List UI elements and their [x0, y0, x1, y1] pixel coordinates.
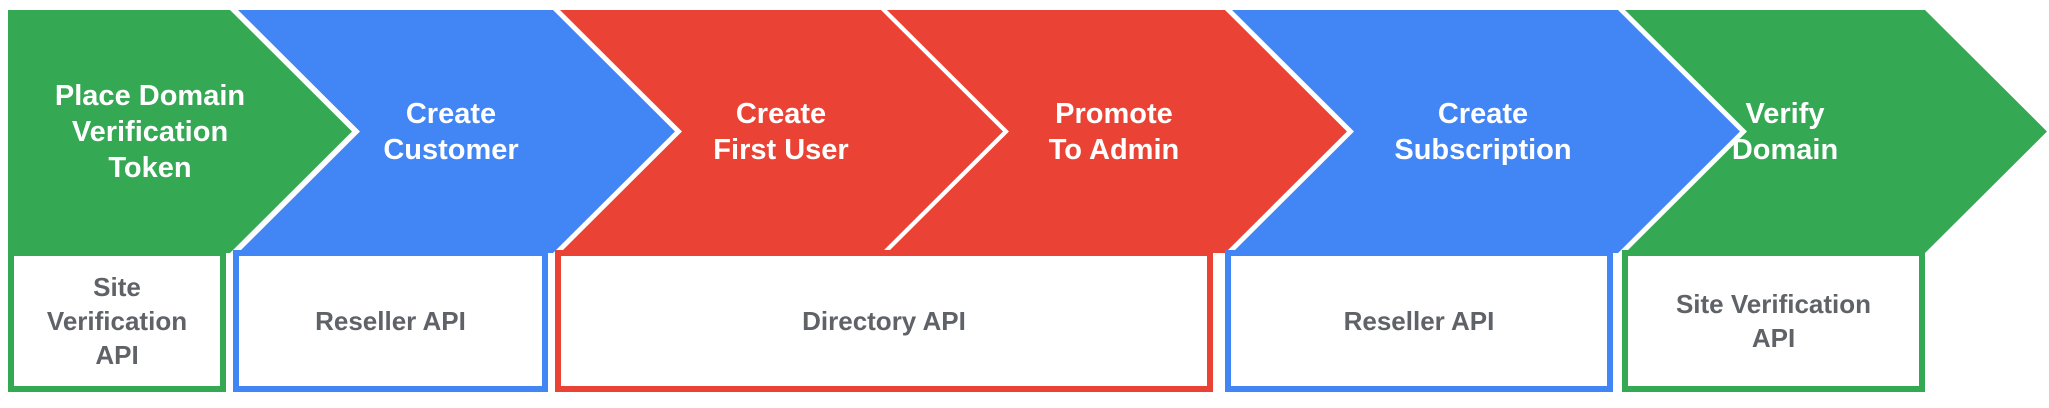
- api-box-shape-directory-api: [555, 250, 1213, 392]
- api-box-shape-site-verification-api-right: [1622, 250, 1925, 392]
- chevron-shape-place-domain-verification-token: [8, 10, 352, 253]
- chevron-shape-create-first-user: [560, 10, 1003, 253]
- api-box-shape-site-verification-api-left: [8, 250, 226, 392]
- api-box-shape-reseller-api-left: [233, 250, 548, 392]
- chevron-shape-create-subscription: [1232, 10, 1740, 253]
- api-box-shape-reseller-api-right: [1225, 250, 1613, 392]
- chevron-shape-create-customer: [238, 10, 675, 253]
- chevron-shape-promote-to-admin: [887, 10, 1347, 253]
- chevron-shape-verify-domain: [1625, 10, 2047, 253]
